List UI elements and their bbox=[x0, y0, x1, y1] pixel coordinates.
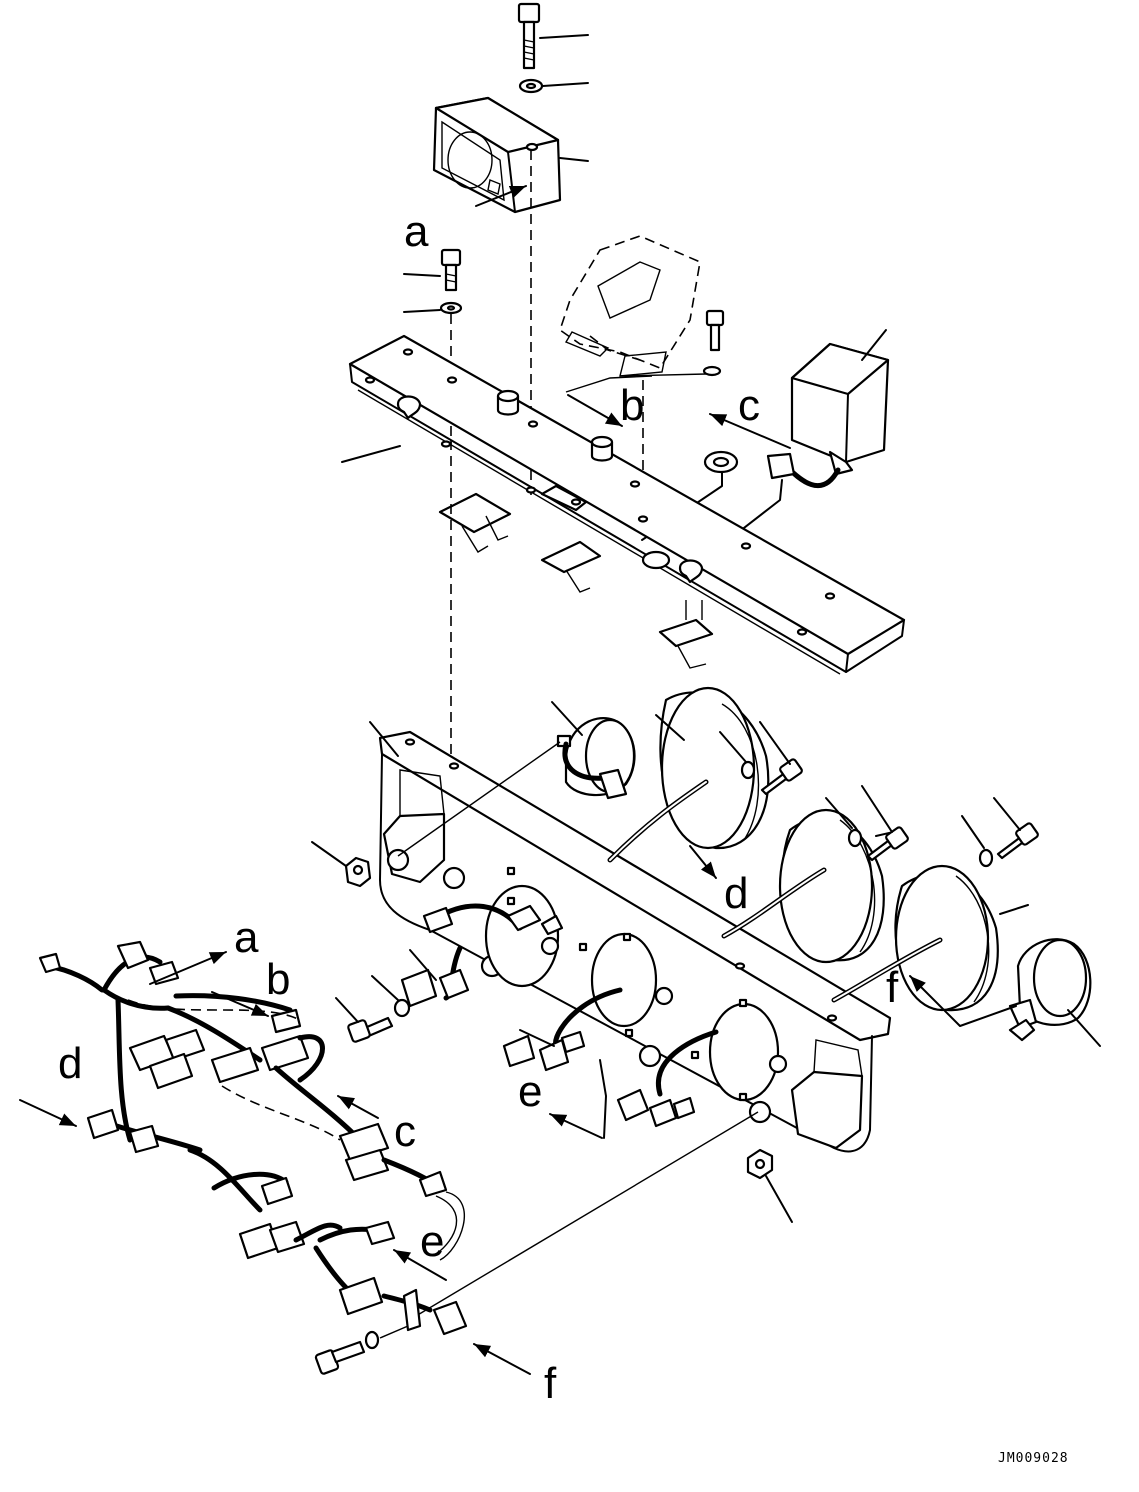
ref-letter-f-panel: f bbox=[886, 963, 899, 1012]
ref-letter-d-panel: d bbox=[724, 869, 748, 918]
wiring-harness bbox=[38, 940, 468, 1336]
ref-letter-f-harness: f bbox=[544, 1359, 557, 1408]
bolt-left-lower bbox=[335, 975, 411, 1043]
ref-letter-d-harness: d bbox=[58, 1039, 82, 1088]
ref-letter-a-harness: a bbox=[234, 913, 259, 962]
bolt-2 bbox=[403, 248, 463, 315]
round-gauge-3 bbox=[894, 864, 1029, 1012]
ref-letter-b-top: b bbox=[620, 381, 644, 430]
work-lamp-housing bbox=[432, 96, 589, 214]
small-bolt-right bbox=[702, 309, 725, 377]
ref-letter-e-panel: e bbox=[518, 1067, 542, 1116]
mounting-plate bbox=[348, 334, 906, 675]
instrument-panel bbox=[378, 730, 892, 1153]
ref-letter-a-top: a bbox=[404, 207, 429, 256]
small-gauge-2 bbox=[1008, 938, 1101, 1047]
nut-left bbox=[311, 841, 372, 888]
phantom-lamp-bracket bbox=[559, 235, 701, 377]
bolt-set-1 bbox=[719, 721, 803, 796]
ref-letter-c-harness: c bbox=[394, 1107, 416, 1156]
round-gauge-1 bbox=[655, 686, 770, 850]
ref-letter-b-harness: b bbox=[266, 955, 290, 1004]
bolt-set-2 bbox=[825, 785, 909, 862]
bottom-bolt bbox=[314, 1325, 409, 1375]
ref-letter-c-top: c bbox=[738, 381, 760, 430]
grommet bbox=[703, 450, 739, 474]
small-gauge-1 bbox=[551, 701, 636, 800]
panel-harness bbox=[400, 903, 719, 1128]
top-bolt bbox=[517, 2, 589, 70]
top-washer bbox=[518, 78, 589, 94]
drawing-code: JM009028 bbox=[998, 1451, 1069, 1466]
nut-bottom bbox=[746, 1148, 793, 1223]
round-gauge-2 bbox=[778, 808, 903, 964]
ref-letter-e-harness: e bbox=[420, 1217, 444, 1266]
right-work-lamp bbox=[766, 329, 890, 489]
bolt-set-3 bbox=[961, 797, 1039, 868]
